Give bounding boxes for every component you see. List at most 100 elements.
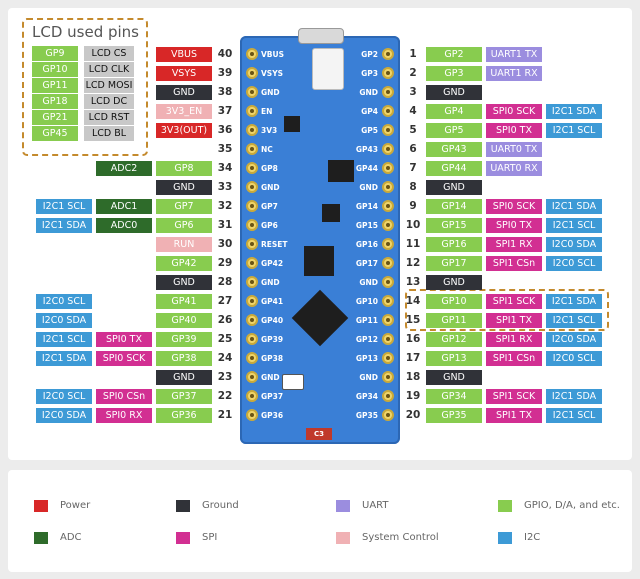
pin-function-label: I2C1 SDA <box>546 294 602 309</box>
pin-function-label: 3V3(OUT) <box>156 123 212 138</box>
pin-silk-label: GND <box>359 278 378 287</box>
lcd-gpio-label: GP45 <box>32 126 78 141</box>
pin-silk-label: GP42 <box>261 259 284 268</box>
pin-function-label: GP11 <box>426 313 482 328</box>
pin-function-label: GP12 <box>426 332 482 347</box>
pin-function-label: I2C0 SCL <box>546 256 602 271</box>
pin-silk-label: GP41 <box>261 297 284 306</box>
pin-pad <box>382 390 394 402</box>
pin-number: 24 <box>217 352 233 364</box>
pin-function-label: VSYS <box>156 66 212 81</box>
pin-number: 10 <box>405 219 421 231</box>
pin-silk-label: GP15 <box>355 221 378 230</box>
pin-silk-label: GP14 <box>355 202 378 211</box>
pin-pad <box>382 48 394 60</box>
legend-swatch <box>176 532 190 544</box>
pin-number: 15 <box>405 314 421 326</box>
pin-pad <box>382 295 394 307</box>
pin-pad <box>382 86 394 98</box>
pin-function-label: GP34 <box>426 389 482 404</box>
pin-pad <box>246 67 258 79</box>
pin-function-label: I2C0 SDA <box>546 332 602 347</box>
pin-function-label: ADC2 <box>96 161 152 176</box>
pin-function-label: I2C1 SDA <box>36 218 92 233</box>
legend-label: I2C <box>524 532 541 543</box>
pin-pad <box>382 181 394 193</box>
pin-silk-label: EN <box>261 107 273 116</box>
pin-pad <box>246 181 258 193</box>
legend-label: System Control <box>362 532 439 543</box>
pin-silk-label: RESET <box>261 240 288 249</box>
lcd-gpio-label: GP10 <box>32 62 78 77</box>
pin-function-label: UART1 RX <box>486 66 542 81</box>
pin-number: 16 <box>405 333 421 345</box>
pin-pad <box>246 276 258 288</box>
legend-label: GPIO, D/A, and etc. <box>524 500 620 511</box>
pin-number: 37 <box>217 105 233 117</box>
pin-function-label: I2C0 SDA <box>36 408 92 423</box>
lcd-gpio-label: GP9 <box>32 46 78 61</box>
pin-function-label: I2C0 SDA <box>546 237 602 252</box>
pin-pad <box>382 105 394 117</box>
pin-silk-label: GND <box>261 88 280 97</box>
pin-function-label: GP2 <box>426 47 482 62</box>
pin-number: 35 <box>217 143 233 155</box>
legend-swatch <box>498 500 512 512</box>
pin-function-label: GP41 <box>156 294 212 309</box>
legend-label: ADC <box>60 532 82 543</box>
lcd-gpio-label: GP18 <box>32 94 78 109</box>
pin-number: 38 <box>217 86 233 98</box>
pin-function-label: I2C0 SDA <box>36 313 92 328</box>
pin-pad <box>246 314 258 326</box>
pin-function-label: GP42 <box>156 256 212 271</box>
pin-function-label: I2C1 SCL <box>546 123 602 138</box>
reset-button[interactable] <box>282 374 304 390</box>
pin-number: 5 <box>409 124 417 136</box>
pin-function-label: VBUS <box>156 47 212 62</box>
lcd-function-label: LCD RST <box>84 110 134 125</box>
pin-pad <box>382 352 394 364</box>
pin-silk-label: GP17 <box>355 259 378 268</box>
pin-pad <box>246 295 258 307</box>
pin-number: 9 <box>409 200 417 212</box>
fuse: C3 <box>306 428 332 440</box>
pin-silk-label: 3V3 <box>261 126 278 135</box>
pin-pad <box>382 124 394 136</box>
pin-number: 12 <box>405 257 421 269</box>
pin-function-label: UART0 RX <box>486 161 542 176</box>
pin-silk-label: VBUS <box>261 50 285 59</box>
pin-pad <box>382 371 394 383</box>
pin-function-label: GP16 <box>426 237 482 252</box>
pin-pad <box>382 409 394 421</box>
pin-function-label: I2C1 SCL <box>546 408 602 423</box>
pin-function-label: GP15 <box>426 218 482 233</box>
pin-function-label: GND <box>156 85 212 100</box>
pin-number: 40 <box>217 48 233 60</box>
pin-number: 29 <box>217 257 233 269</box>
pin-number: 4 <box>409 105 417 117</box>
pin-number: 6 <box>409 143 417 155</box>
pin-number: 3 <box>409 86 417 98</box>
pin-function-label: I2C0 SCL <box>546 351 602 366</box>
battery-connector <box>312 48 344 90</box>
pin-number: 8 <box>409 181 417 193</box>
pin-number: 30 <box>217 238 233 250</box>
pin-function-label: GP6 <box>156 218 212 233</box>
pin-function-label: I2C1 SCL <box>546 218 602 233</box>
pin-silk-label: GP7 <box>261 202 278 211</box>
pin-function-label: I2C0 SCL <box>36 294 92 309</box>
chip-small-1 <box>284 116 300 132</box>
pin-silk-label: GND <box>261 373 280 382</box>
legend-swatch <box>336 532 350 544</box>
pin-number: 13 <box>405 276 421 288</box>
pin-function-label: I2C1 SCL <box>36 199 92 214</box>
pin-number: 2 <box>409 67 417 79</box>
pin-number: 22 <box>217 390 233 402</box>
pin-silk-label: GP6 <box>261 221 278 230</box>
pin-pad <box>246 371 258 383</box>
pin-silk-label: GP11 <box>355 316 378 325</box>
lcd-pins-title: LCD used pins <box>32 23 139 41</box>
pin-number: 7 <box>409 162 417 174</box>
legend-swatch <box>34 500 48 512</box>
pin-pad <box>382 257 394 269</box>
